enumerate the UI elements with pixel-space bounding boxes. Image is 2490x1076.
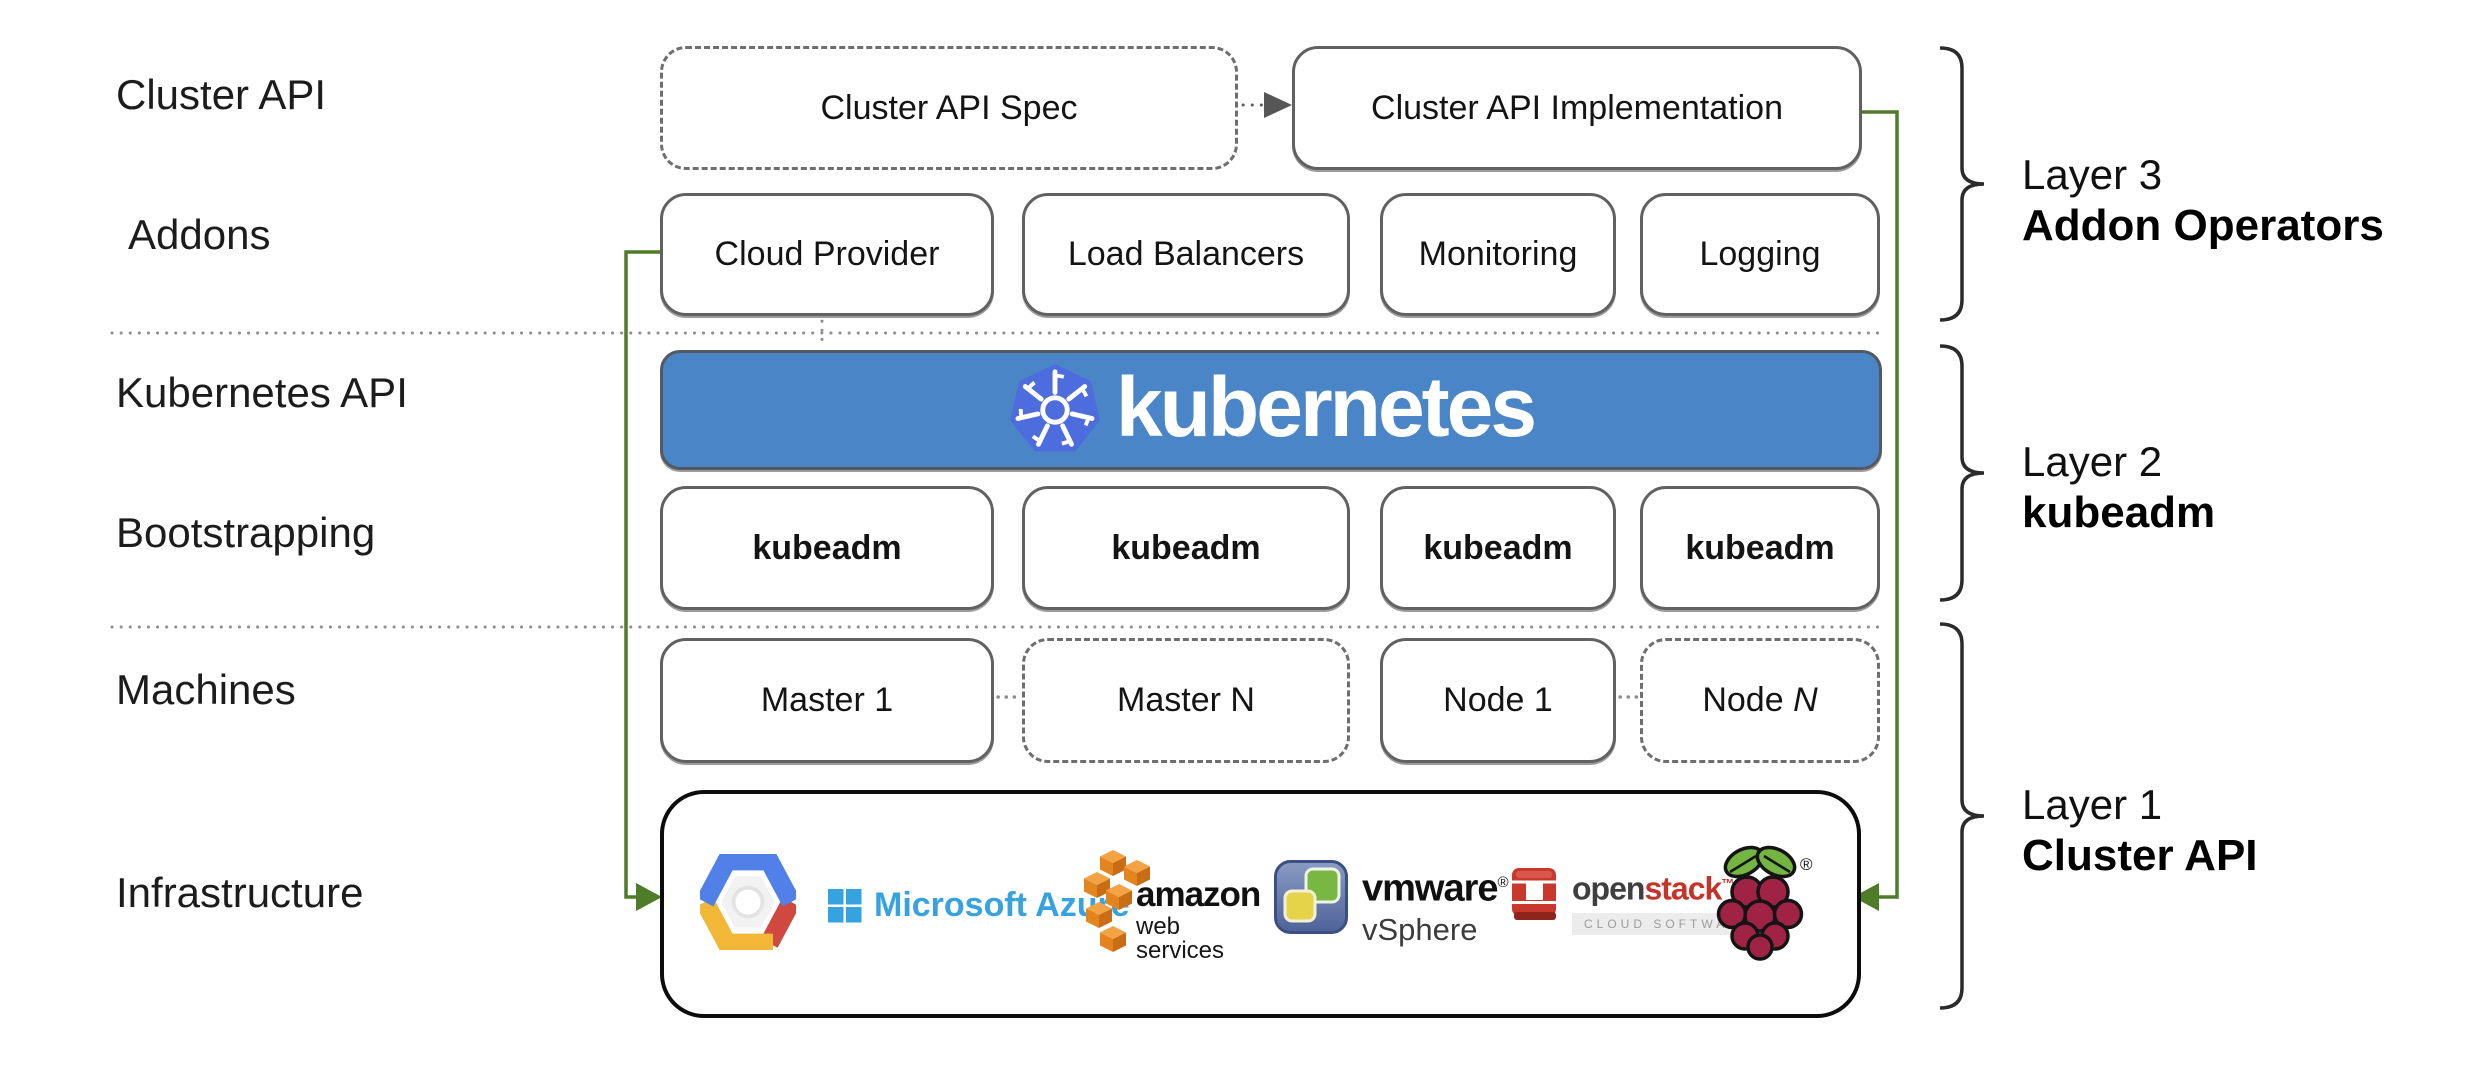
row-label-machines: Machines: [116, 666, 296, 713]
monitoring-label: Monitoring: [1418, 235, 1578, 273]
azure-windows-icon: [828, 888, 862, 922]
row-label-cluster-api: Cluster API: [116, 71, 327, 118]
node-1-label: Node 1: [1443, 681, 1553, 719]
kubeadm-label-1: kubeadm: [752, 528, 902, 567]
master-1-label: Master 1: [760, 681, 894, 719]
layer3-subtitle: Addon Operators: [2022, 201, 2384, 250]
kubeadm-box-1: kubeadm: [660, 486, 994, 610]
load-balancers-label: Load Balancers: [1067, 235, 1305, 273]
raspberry-pi-icon: ®: [1716, 845, 1813, 961]
kubeadm-label-2: kubeadm: [1111, 528, 1261, 567]
node-n-label: Node N: [1702, 681, 1818, 719]
gcp-logo: [696, 851, 800, 955]
logging-label: Logging: [1699, 235, 1821, 273]
row-label-infrastructure: Infrastructure: [116, 869, 364, 916]
cluster-api-spec-label: Cluster API Spec: [820, 88, 1078, 127]
machine-box-node-1: Node 1: [1380, 638, 1616, 763]
layer1-annotation: Layer 1 Cluster API: [2022, 780, 2258, 882]
aws-label-amazon: amazon: [1136, 875, 1261, 914]
cluster-api-implementation-box: Cluster API Implementation: [1292, 46, 1862, 170]
kubeadm-label-4: kubeadm: [1685, 528, 1835, 567]
cluster-api-spec-box: Cluster API Spec: [660, 46, 1238, 170]
master-n-label: Master N: [1117, 681, 1255, 719]
raspberry-pi-logo: ®: [1716, 836, 1816, 967]
aws-logo: amazon web services: [1084, 850, 1274, 963]
openstack-logo: openstack™ CLOUD SOFTWARE: [1510, 864, 1765, 954]
layer1-subtitle: Cluster API: [2022, 831, 2258, 880]
vsphere-label: vSphere: [1362, 911, 1478, 947]
green-connector-left: [624, 250, 660, 899]
raspberry-pi-reg-mark: ®: [1800, 855, 1813, 874]
layer3-brace: [1939, 46, 1985, 322]
openstack-icon: [1510, 868, 1560, 920]
aws-label-webservices: web services: [1136, 913, 1225, 964]
kubeadm-label-3: kubeadm: [1423, 528, 1573, 567]
layer3-annotation: Layer 3 Addon Operators: [2022, 150, 2384, 252]
addon-box-load-balancers: Load Balancers: [1022, 193, 1350, 316]
row-label-bootstrapping: Bootstrapping: [116, 509, 376, 556]
layer1-brace: [1939, 622, 1985, 1010]
kubernetes-banner: kubernetes: [660, 350, 1882, 470]
vmware-reg-mark: ®: [1497, 874, 1509, 891]
spec-to-implementation-arrowhead-icon: [1264, 92, 1292, 118]
kubernetes-wheel-icon: [1010, 363, 1100, 452]
vmware-logo: vmware® vSphere: [1274, 858, 1509, 950]
layer2-subtitle: kubeadm: [2022, 488, 2216, 537]
infrastructure-box: Microsoft Azure amazon: [660, 790, 1861, 1018]
kubeadm-box-4: kubeadm: [1640, 486, 1880, 610]
vmware-icon: [1274, 860, 1348, 934]
machine-box-node-n: Node N: [1640, 638, 1880, 763]
layer3-title: Layer 3: [2022, 151, 2163, 198]
machine-box-master-n: Master N: [1022, 638, 1350, 763]
cloud-provider-label: Cloud Provider: [714, 235, 940, 273]
addon-box-cloud-provider: Cloud Provider: [660, 193, 994, 316]
row-label-kubernetes-api: Kubernetes API: [116, 369, 408, 416]
kubeadm-box-2: kubeadm: [1022, 486, 1350, 610]
gcp-hexagon-icon: [696, 851, 800, 953]
cluster-api-implementation-label: Cluster API Implementation: [1371, 88, 1783, 127]
machine-box-master-1: Master 1: [660, 638, 994, 763]
vmware-label: vmware®: [1362, 867, 1509, 910]
addon-box-logging: Logging: [1640, 193, 1880, 316]
kubernetes-wordmark: kubernetes: [1115, 360, 1537, 454]
layer1-title: Layer 1: [2022, 781, 2163, 828]
green-arrowhead-left-icon: [636, 883, 662, 911]
row-label-addons: Addons: [128, 211, 271, 258]
layer2-annotation: Layer 2 kubeadm: [2022, 437, 2215, 539]
layer2-brace: [1939, 344, 1985, 602]
kubeadm-box-3: kubeadm: [1380, 486, 1616, 610]
openstack-tagline: CLOUD SOFTWARE: [1572, 912, 1765, 935]
layer2-title: Layer 2: [2022, 438, 2163, 485]
addon-box-monitoring: Monitoring: [1380, 193, 1616, 316]
